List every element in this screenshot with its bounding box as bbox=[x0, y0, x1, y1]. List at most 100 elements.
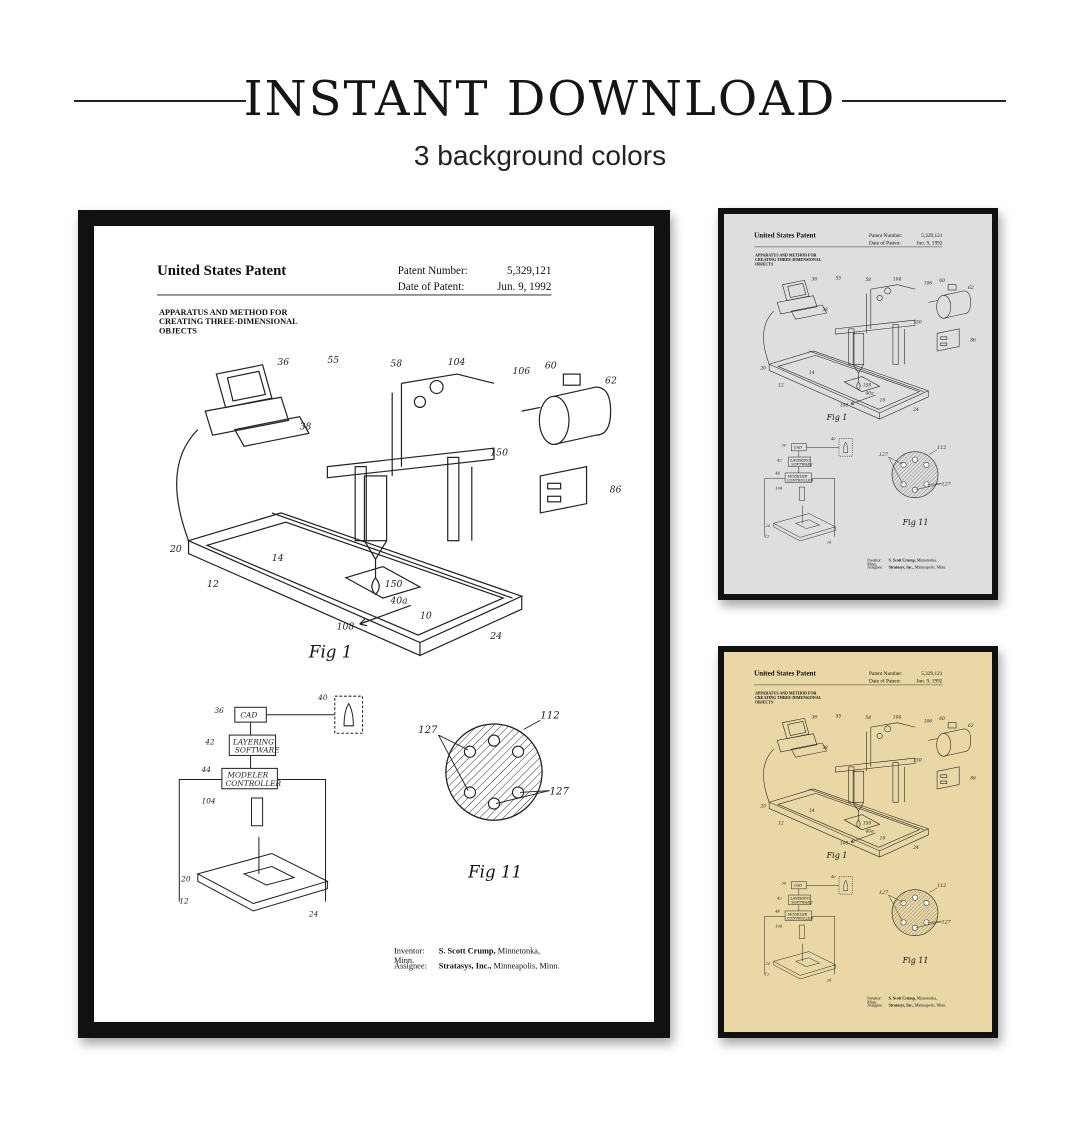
svg-text:20: 20 bbox=[180, 874, 191, 883]
svg-text:62: 62 bbox=[968, 286, 974, 291]
fig1-caption: Fig 1 bbox=[827, 850, 848, 861]
svg-text:60: 60 bbox=[545, 361, 557, 372]
patent-title: APPARATUS AND METHOD FOR CREATING THREE-… bbox=[755, 252, 822, 267]
svg-text:12: 12 bbox=[765, 534, 770, 538]
svg-text:CAD: CAD bbox=[794, 446, 802, 450]
svg-text:24: 24 bbox=[826, 541, 831, 545]
svg-text:10: 10 bbox=[880, 836, 886, 841]
inventor-label: Inventor: bbox=[867, 995, 883, 1001]
headline: INSTANT DOWNLOAD bbox=[0, 66, 1080, 132]
patent-header: United States Patent Patent Number: 5,32… bbox=[157, 263, 552, 296]
assignee-label: Assignee: bbox=[394, 960, 428, 971]
svg-text:104: 104 bbox=[202, 797, 216, 806]
fig11-caption: Fig 11 bbox=[903, 518, 929, 528]
patent-number-label: Patent Number: bbox=[398, 263, 469, 277]
svg-text:106: 106 bbox=[924, 720, 933, 725]
inventor-label: Inventor: bbox=[867, 557, 883, 563]
svg-text:150: 150 bbox=[863, 383, 872, 388]
svg-text:20: 20 bbox=[760, 367, 767, 372]
left-divider bbox=[74, 100, 246, 102]
svg-text:150: 150 bbox=[914, 321, 923, 326]
svg-text:CONTROLLER: CONTROLLER bbox=[787, 916, 814, 920]
svg-text:24: 24 bbox=[913, 408, 920, 413]
svg-text:20: 20 bbox=[760, 805, 767, 810]
svg-text:14: 14 bbox=[272, 553, 284, 564]
svg-text:12: 12 bbox=[765, 972, 770, 976]
svg-text:SOFTWARE: SOFTWARE bbox=[792, 462, 814, 466]
inventor-name: S. Scott Crump, bbox=[439, 946, 496, 956]
svg-text:112: 112 bbox=[541, 710, 560, 721]
patent-poster: United States Patent Patent Number: 5,32… bbox=[725, 214, 990, 594]
svg-text:42: 42 bbox=[777, 458, 783, 462]
svg-text:38: 38 bbox=[823, 746, 829, 751]
svg-text:55: 55 bbox=[836, 276, 842, 281]
inventor-label: Inventor: bbox=[394, 946, 425, 956]
patent-header: United States Patent Patent Number: 5,32… bbox=[754, 232, 943, 248]
svg-text:20: 20 bbox=[169, 544, 182, 555]
patent-title: APPARATUS AND METHOD FOR CREATING THREE-… bbox=[159, 307, 298, 336]
assignee-place: Minneapolis, Minn. bbox=[493, 960, 560, 971]
svg-text:20: 20 bbox=[765, 524, 771, 528]
inventor-line: Inventor: S. Scott Crump, Minnetonka, Mi… bbox=[868, 558, 948, 567]
patent-office: United States Patent bbox=[754, 669, 817, 678]
svg-text:112: 112 bbox=[938, 445, 947, 451]
svg-text:58: 58 bbox=[866, 716, 872, 721]
svg-text:44: 44 bbox=[201, 765, 212, 774]
svg-text:SOFTWARE: SOFTWARE bbox=[235, 746, 280, 755]
svg-text:LAYERING: LAYERING bbox=[232, 737, 274, 746]
svg-text:CONTROLLER: CONTROLLER bbox=[787, 478, 814, 482]
svg-text:12: 12 bbox=[207, 579, 219, 590]
svg-text:150: 150 bbox=[385, 579, 403, 590]
svg-text:55: 55 bbox=[328, 356, 340, 366]
inventor-name: S. Scott Crump, bbox=[889, 557, 917, 563]
patent-number-label: Patent Number: bbox=[869, 232, 903, 239]
svg-text:MODELER: MODELER bbox=[227, 771, 269, 780]
frame-parchment: United States Patent Patent Number: 5,32… bbox=[718, 646, 998, 1038]
poster-mat-white: United States Patent Patent Number: 5,32… bbox=[94, 226, 654, 1022]
svg-text:LAYERING: LAYERING bbox=[790, 458, 811, 462]
svg-text:127: 127 bbox=[550, 786, 570, 797]
assignee-line: Assignee: Stratasys, Inc., Minneapolis, … bbox=[868, 1003, 948, 1007]
svg-text:60: 60 bbox=[940, 279, 946, 284]
svg-text:MODELER: MODELER bbox=[787, 474, 808, 478]
svg-text:24: 24 bbox=[490, 631, 503, 642]
patent-date: Jun. 9, 1992 bbox=[497, 279, 552, 293]
svg-text:14: 14 bbox=[809, 809, 815, 814]
svg-text:62: 62 bbox=[968, 724, 974, 729]
svg-text:38: 38 bbox=[300, 422, 312, 433]
svg-text:36: 36 bbox=[812, 277, 818, 282]
assignee-name: Stratasys, Inc., bbox=[889, 1002, 915, 1008]
svg-text:40: 40 bbox=[317, 693, 328, 702]
svg-text:104: 104 bbox=[776, 487, 783, 491]
svg-text:14: 14 bbox=[809, 371, 815, 376]
svg-text:40a: 40a bbox=[865, 829, 875, 834]
patent-number-label: Patent Number: bbox=[869, 670, 903, 677]
fig1-caption: Fig 1 bbox=[309, 642, 353, 662]
svg-text:127: 127 bbox=[879, 890, 889, 896]
svg-text:10: 10 bbox=[420, 610, 432, 621]
right-divider bbox=[842, 100, 1006, 102]
patent-number: 5,329,121 bbox=[507, 263, 552, 277]
assignee-line: Assignee: Stratasys, Inc., Minneapolis, … bbox=[868, 565, 948, 569]
inventor-line: Inventor: S. Scott Crump, Minnetonka, Mi… bbox=[868, 996, 948, 1005]
patent-date: Jun. 9, 1992 bbox=[916, 677, 943, 684]
svg-text:86: 86 bbox=[610, 485, 622, 496]
svg-text:12: 12 bbox=[180, 897, 190, 906]
fig11-caption: Fig 11 bbox=[468, 862, 523, 883]
patent-poster: United States Patent Patent Number: 5,32… bbox=[725, 652, 990, 1032]
patent-number: 5,329,121 bbox=[921, 670, 943, 677]
svg-text:42: 42 bbox=[777, 896, 783, 900]
svg-text:86: 86 bbox=[971, 776, 977, 781]
patent-date-label: Date of Patent: bbox=[398, 279, 465, 293]
svg-text:104: 104 bbox=[893, 277, 902, 282]
assignee-place: Minneapolis, Minn. bbox=[915, 564, 947, 570]
svg-text:104: 104 bbox=[448, 357, 466, 368]
svg-text:38: 38 bbox=[823, 308, 829, 313]
svg-text:24: 24 bbox=[913, 846, 920, 851]
